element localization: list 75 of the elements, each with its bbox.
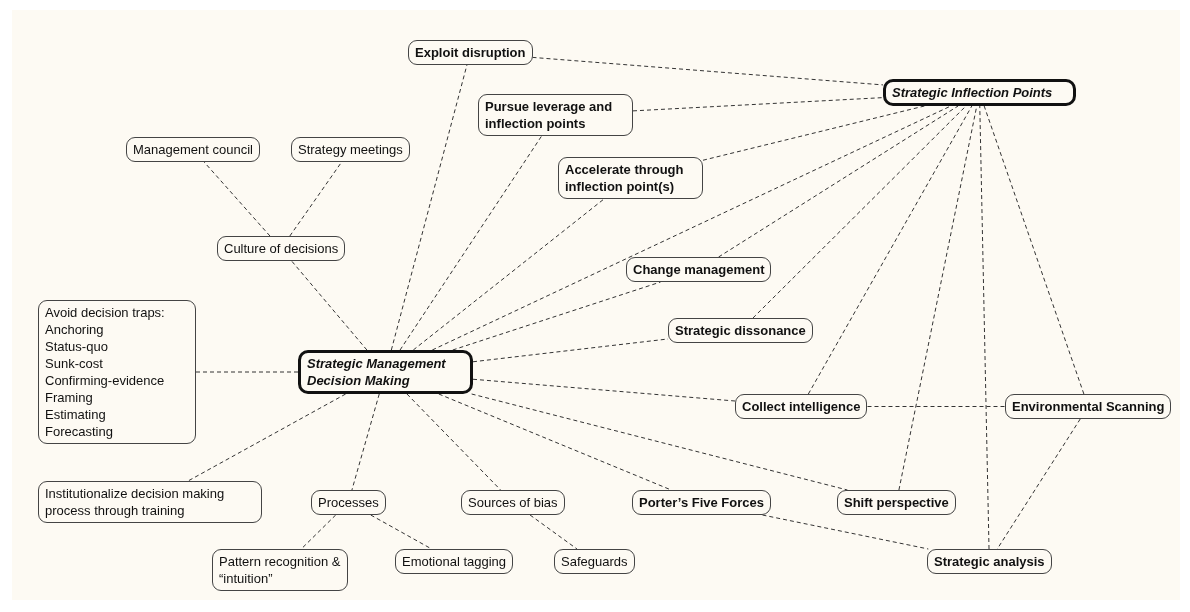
topic-box — [554, 549, 635, 574]
node-text: Change management — [633, 261, 765, 278]
topic-box — [668, 318, 813, 343]
node-text: Emotional tagging — [402, 553, 507, 570]
node-text: Institutionalize decision making process through training — [45, 485, 226, 519]
node-text: Sources of bias — [468, 494, 558, 511]
connector-line — [807, 105, 973, 395]
hub-topic-box — [298, 350, 473, 394]
connector-line — [996, 418, 1081, 550]
node-text: Avoid decision traps: — [45, 304, 166, 321]
topic-box — [461, 490, 565, 515]
node-text: Strategic Inflection Points — [892, 84, 1054, 101]
topic-box — [38, 481, 262, 523]
node-text: Anchoring — [45, 321, 105, 338]
topic-box — [291, 137, 410, 162]
connector-line — [187, 393, 347, 482]
node-text: Environmental Scanning — [1012, 398, 1165, 415]
topic-box — [395, 549, 514, 574]
connector-line — [351, 393, 380, 491]
topic-box — [1005, 394, 1172, 419]
topic-box — [212, 549, 348, 591]
node-text: Accelerate through inflection point(s) — [565, 161, 685, 195]
topic-box — [626, 257, 772, 282]
node-text: Shift perspective — [844, 494, 949, 511]
connector-line — [289, 161, 343, 237]
node-text: Confirming-evidence — [45, 372, 166, 389]
node-text: Management council — [133, 141, 253, 158]
connector-line — [718, 105, 959, 258]
topic-box — [632, 490, 771, 515]
node-text: Porter’s Five Forces — [639, 494, 764, 511]
connector-line — [300, 514, 337, 550]
node-text: Pursue leverage and inflection points — [485, 98, 614, 132]
topic-box — [558, 157, 703, 199]
connector-line — [195, 371, 299, 373]
node-text: Estimating — [45, 406, 107, 423]
topic-box — [126, 137, 260, 162]
topic-box — [311, 490, 386, 515]
topic-box — [927, 549, 1052, 574]
connector-line — [529, 514, 578, 550]
node-text: Strategic analysis — [934, 553, 1045, 570]
connector-line — [472, 378, 736, 402]
node-text: Processes — [318, 494, 379, 511]
connector-line — [438, 393, 672, 491]
connector-line — [752, 105, 967, 319]
topic-box — [408, 40, 533, 65]
node-text: Forecasting — [45, 423, 114, 440]
connector-line — [532, 56, 884, 86]
connector-line — [702, 105, 925, 161]
node-text: Status-quo — [45, 338, 109, 355]
hub-topic-box — [883, 79, 1076, 106]
connector-line — [406, 393, 502, 491]
connector-line — [867, 406, 1006, 407]
node-text: Exploit disruption — [415, 44, 526, 61]
connector-line — [412, 198, 605, 351]
connector-line — [471, 393, 848, 491]
node-text: Safeguards — [561, 553, 628, 570]
node-text: Strategic dissonance — [675, 322, 806, 339]
node-text: Pattern recognition & “intuition” — [219, 553, 341, 587]
topic-box — [837, 490, 956, 515]
node-text: Culture of decisions — [224, 240, 339, 257]
connector-line — [979, 105, 990, 550]
connector-line — [632, 97, 884, 112]
node-text: Sunk-cost — [45, 355, 104, 372]
connector-line — [399, 135, 543, 351]
topic-box — [38, 300, 196, 444]
connector-line — [983, 105, 1085, 395]
connector-line — [431, 105, 952, 351]
connector-line — [291, 260, 368, 351]
topic-box — [217, 236, 346, 261]
node-text: Strategic Management Decision Making — [307, 355, 447, 389]
node-text: Collect intelligence — [742, 398, 861, 415]
node-text: Strategy meetings — [298, 141, 403, 158]
topic-box — [735, 394, 868, 419]
node-text: Framing — [45, 389, 94, 406]
topic-box — [478, 94, 633, 136]
